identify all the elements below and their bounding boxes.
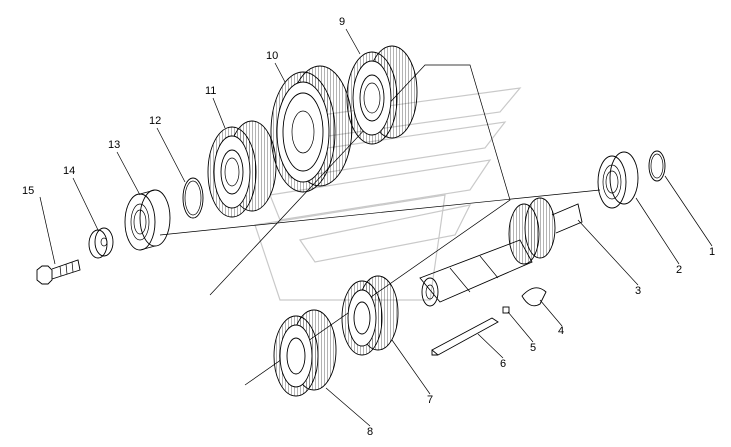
- leader-lines: [39, 28, 713, 427]
- callout-2: 2: [676, 264, 682, 276]
- snap-ring-icon: [182, 177, 204, 219]
- callout-5: 5: [530, 342, 536, 354]
- washer-icon: [88, 227, 114, 259]
- callout-1: 1: [709, 246, 715, 258]
- ball-bearing-icon: [597, 151, 639, 209]
- callout-12: 12: [149, 115, 161, 127]
- callout-8: 8: [367, 426, 373, 438]
- roller-bearing-icon: [124, 189, 171, 251]
- callout-labels: 1 2 3 4 5 6 7 8 9 10 11 12 13 14 15: [22, 16, 715, 438]
- callout-9: 9: [339, 16, 345, 28]
- callout-15: 15: [22, 185, 34, 197]
- bolt-icon: [36, 259, 81, 285]
- gear-icon: [273, 309, 337, 397]
- gear-icon: [346, 45, 418, 145]
- flat-key-icon: [431, 317, 499, 356]
- snap-ring-icon: [648, 150, 666, 182]
- callout-10: 10: [266, 50, 278, 62]
- callout-3: 3: [635, 285, 641, 297]
- callout-6: 6: [500, 358, 506, 370]
- callout-13: 13: [108, 139, 120, 151]
- callout-7: 7: [427, 394, 433, 406]
- callout-14: 14: [63, 165, 75, 177]
- gear-icon: [207, 120, 277, 218]
- large-gear-icon: [270, 65, 353, 193]
- callout-11: 11: [205, 85, 216, 97]
- small-key-icon: [502, 306, 510, 314]
- spline-shaft-icon: [419, 197, 583, 307]
- woodruff-key-icon: [521, 287, 547, 307]
- callout-4: 4: [558, 325, 564, 337]
- assembly-lines: [159, 64, 601, 386]
- gear-icon: [341, 275, 399, 356]
